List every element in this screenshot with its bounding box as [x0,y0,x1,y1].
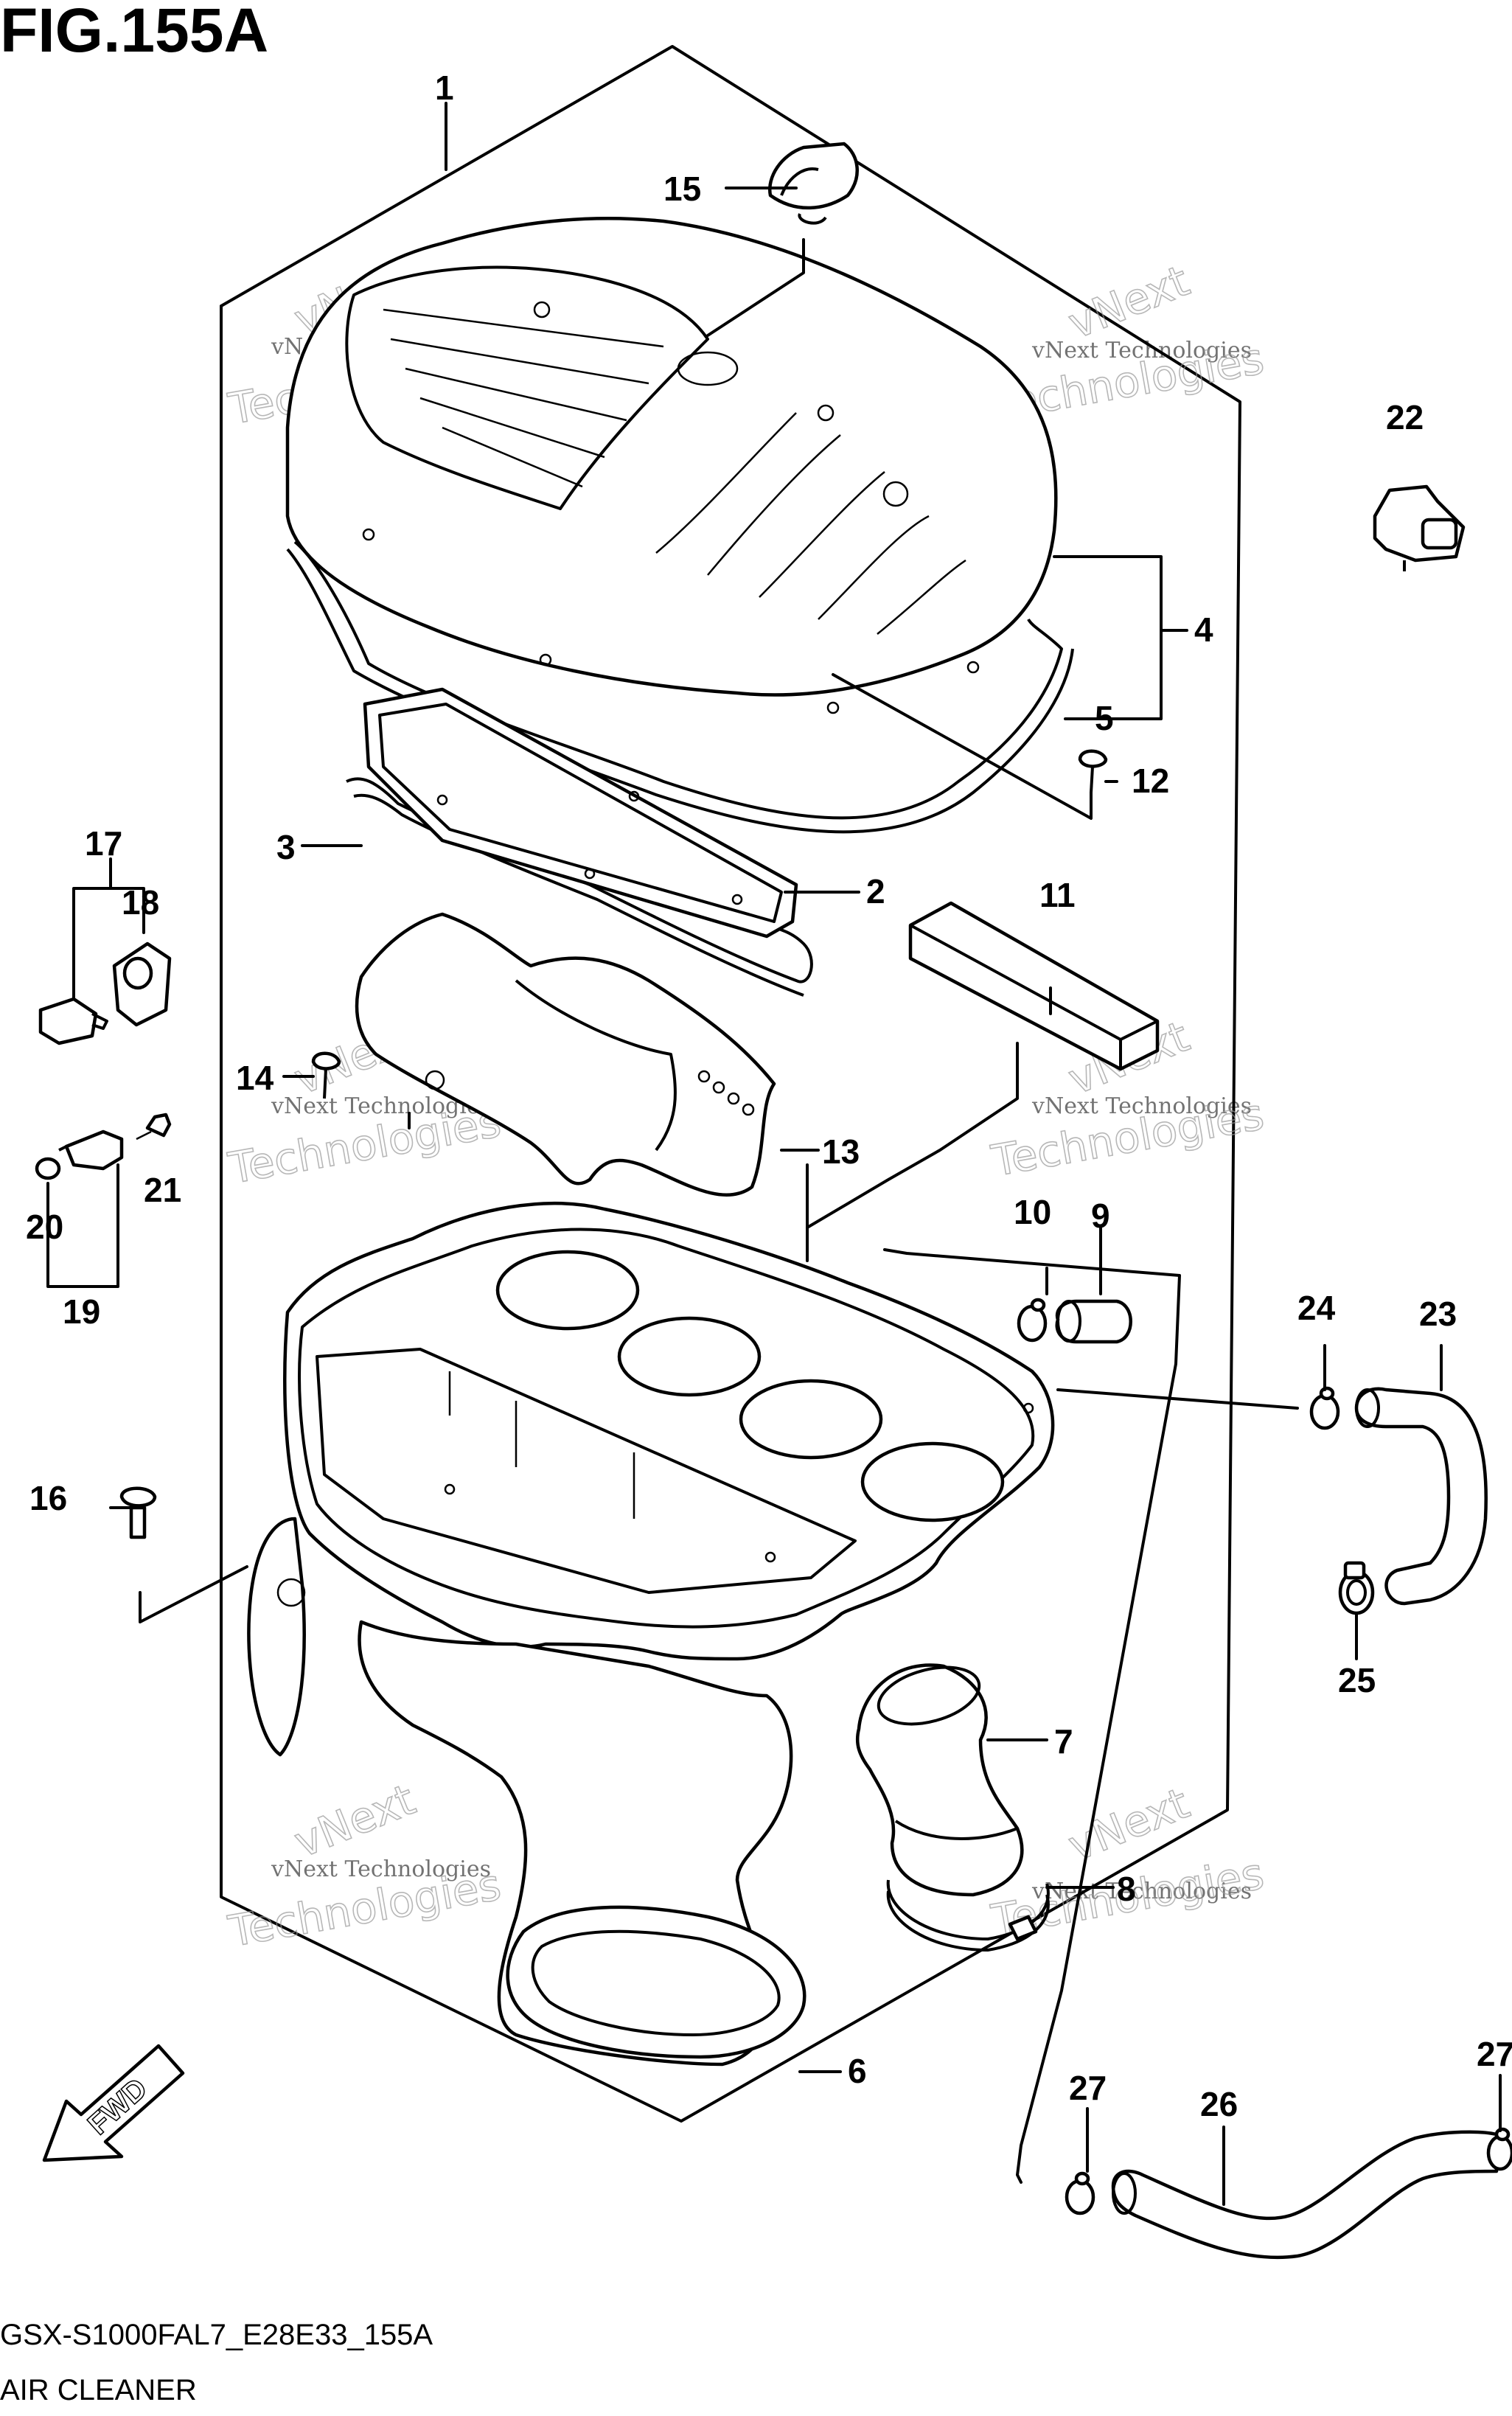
callout-1: 1 [435,69,454,107]
part-14-screw [311,1051,341,1099]
part-17-connector [38,997,108,1045]
leader-lines [46,102,1502,2206]
intake-hole-2 [617,1316,762,1397]
callout-8: 8 [1117,1870,1136,1908]
callout-24: 24 [1297,1289,1336,1327]
callout-3: 3 [276,828,296,866]
callout-17: 17 [85,824,122,863]
part-23-bent-hose [1354,1387,1488,1606]
callout-20: 20 [26,1208,63,1246]
part-10-clip [1017,1298,1048,1343]
callout-25: 25 [1338,1661,1376,1699]
figure-name: AIR CLEANER [0,2374,197,2406]
part-upper-case-gasket [286,540,1074,834]
callout-14: 14 [236,1059,274,1097]
part-21-screw [136,1113,172,1141]
part-16-bolt [119,1486,157,1539]
callout-23: 23 [1419,1295,1457,1333]
part-26-long-hose [1111,2130,1499,2260]
part-20-o-ring [35,1157,61,1180]
callout-11: 11 [1039,876,1076,914]
part-11-foam-block [908,901,1160,1071]
fwd-arrow-icon: FWD [42,2044,185,2162]
callout-21: 21 [144,1171,181,1209]
part-9-short-hose [1055,1299,1132,1344]
callout-12: 12 [1132,762,1169,800]
assembly-frame [220,45,1241,2123]
part-15-cap [767,142,859,225]
part-funnel-duct [355,912,776,1197]
callout-18: 18 [122,883,159,922]
part-22-sensor [1373,484,1466,571]
callout-2: 2 [866,872,885,911]
part-27-clip-left [1065,2171,1095,2215]
part-18-holder [112,941,172,1027]
svg-text:vNext Technologies: vNext Technologies [1031,338,1252,363]
figure-code: GSX-S1000FAL7_E28E33_155A [0,2319,433,2351]
part-19-sensor [58,1129,124,1171]
callout-26: 26 [1200,2085,1238,2123]
callout-19: 19 [63,1292,100,1331]
svg-text:vNext: vNext [1062,255,1196,349]
callout-6: 6 [848,2052,867,2090]
callout-15: 15 [663,170,701,208]
svg-text:vNext Technologies: vNext Technologies [1031,1879,1252,1904]
intake-hole-3 [739,1379,883,1460]
svg-text:vNext: vNext [288,1774,422,1867]
callout-27-left: 27 [1069,2069,1107,2107]
callout-9: 9 [1091,1197,1110,1235]
callout-4: 4 [1194,610,1213,649]
part-12-screw [1078,749,1108,793]
svg-text:vNext: vNext [1062,1778,1196,1871]
svg-text:vNext Technologies: vNext Technologies [271,1856,491,1882]
part-lower-case [247,1201,1055,2067]
callout-16: 16 [29,1479,67,1517]
figure-title: FIG.155A [0,0,268,65]
part-25-clip [1338,1561,1375,1615]
part-8-clamp [886,1879,1050,1952]
svg-text:vNext Technologies: vNext Technologies [1031,1093,1252,1119]
part-7-intake-duct [855,1663,1024,1897]
intake-hole-4 [860,1441,1005,1522]
callout-5: 5 [1095,699,1114,737]
callout-13: 13 [822,1132,860,1171]
callout-7: 7 [1054,1722,1073,1761]
part-24-clip [1309,1386,1340,1430]
callout-27-right: 27 [1477,2035,1512,2073]
part-upper-case [285,217,1058,714]
callout-10: 10 [1014,1193,1051,1231]
intake-hole-1 [495,1250,640,1331]
watermark-bottom-left: vNext Technologies vNext Technologies [224,1774,505,1957]
callout-22: 22 [1386,398,1424,436]
part-filter-seal [346,777,813,997]
part-filter-element [363,687,798,939]
watermark-top-right: vNext Technologies vNext Technologies [987,255,1268,431]
